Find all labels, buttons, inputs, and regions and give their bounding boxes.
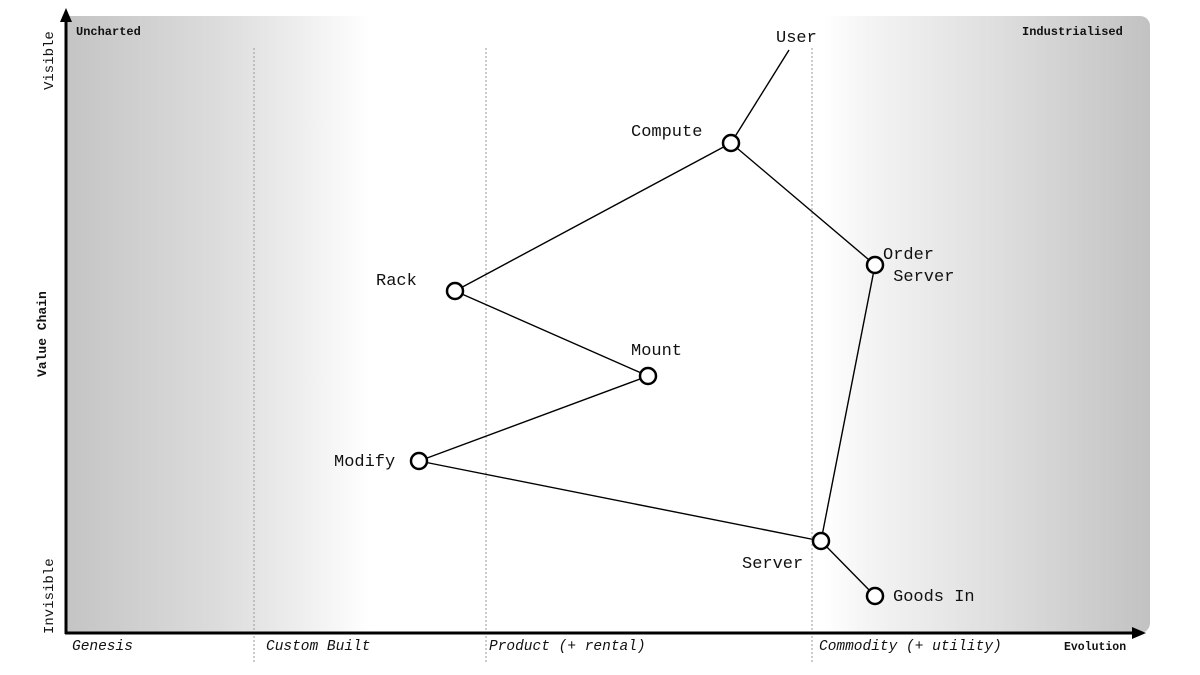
node-goods-in[interactable] xyxy=(865,586,885,606)
node-server[interactable] xyxy=(811,531,831,551)
label-modify: Modify xyxy=(334,453,396,472)
y-label-value-chain: Value Chain xyxy=(35,291,50,377)
label-rack: Rack xyxy=(376,272,417,291)
x-axis-arrow-icon xyxy=(1132,627,1146,639)
links xyxy=(418,49,876,597)
node-rack[interactable] xyxy=(445,281,465,301)
label-uncharted: Uncharted xyxy=(76,25,141,39)
node-mount[interactable] xyxy=(638,366,658,386)
stage-commodity: Commodity (+ utility) xyxy=(819,639,1002,655)
label-industrialised: Industrialised xyxy=(1022,25,1123,39)
node-compute[interactable] xyxy=(721,133,741,153)
label-goods-in: Goods In xyxy=(893,588,975,607)
stage-product: Product (+ rental) xyxy=(489,639,646,655)
node-modify[interactable] xyxy=(409,451,429,471)
label-server: Server xyxy=(742,555,804,574)
y-axis-arrow-icon xyxy=(60,8,72,22)
map-background xyxy=(66,16,1150,633)
label-compute: Compute xyxy=(631,123,703,142)
stage-genesis: Genesis xyxy=(72,639,133,655)
label-order-server: Order Server xyxy=(883,246,955,287)
label-mount: Mount xyxy=(631,342,683,361)
node-order-server[interactable] xyxy=(865,255,885,275)
y-label-visible: Visible xyxy=(42,31,58,90)
label-user: User xyxy=(776,29,817,48)
stage-custom-built: Custom Built xyxy=(266,639,371,655)
x-axis-title-evolution: Evolution xyxy=(1064,641,1127,654)
y-label-invisible: Invisible xyxy=(42,558,58,634)
